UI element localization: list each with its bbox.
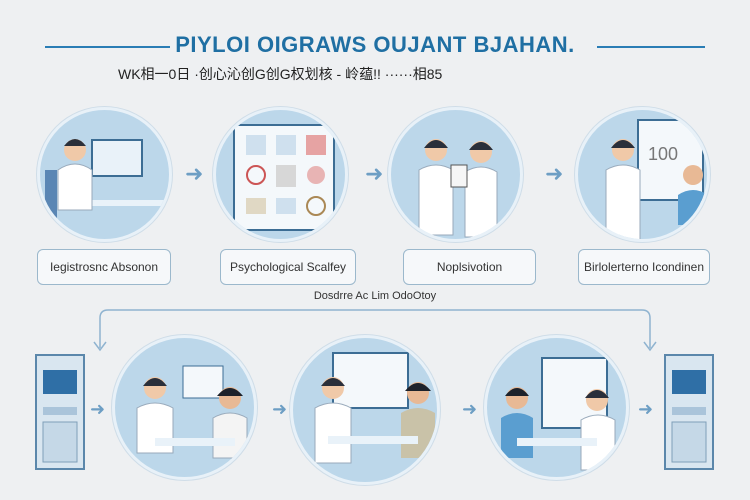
- connector-label: Dosdrre Ac Lim OdoOtoy: [313, 290, 437, 302]
- arrow-right-icon: ➜: [185, 161, 204, 186]
- session-illustration-3: [484, 335, 629, 480]
- arrow-right-icon: ➜: [90, 399, 106, 419]
- step-illustration-result: 100: [575, 107, 710, 242]
- counseling-session-icon: [136, 365, 248, 459]
- doctor-patient-desk-icon: [314, 352, 435, 464]
- step-label-4: Birlolerterno Icondinen: [578, 249, 710, 285]
- svg-text:100: 100: [648, 144, 678, 164]
- kiosk-machine-icon: [35, 354, 85, 470]
- arrow-right-icon: ➜: [638, 399, 654, 419]
- subtitle: WK相一0日 ·创心沁创G创G权划核 - 岭蕴!! ······相85: [118, 66, 443, 82]
- arrow-right-icon: ➜: [462, 399, 478, 419]
- kiosk-machine-icon: [664, 354, 714, 470]
- session-illustration-2: [290, 335, 440, 485]
- follow-up-session-icon: [501, 357, 616, 471]
- arrow-right-icon: ➜: [365, 161, 384, 186]
- assessment-board-icon: [233, 124, 335, 231]
- step-illustration-registration: [37, 107, 172, 242]
- step-label-1: Iegistrosnc Absonon: [37, 249, 171, 285]
- feedback-loop-connector: [93, 309, 657, 352]
- step-illustration-consultation: [388, 107, 523, 242]
- title-rule-left: [45, 46, 170, 48]
- step-label-3: Noplsivotion: [403, 249, 536, 285]
- doctor-at-computer-icon: [45, 139, 169, 220]
- arrow-right-icon: ➜: [272, 399, 288, 419]
- step-illustration-psychological-scale: [213, 107, 348, 242]
- page-title: PIYLOI OIGRAWS OUJANT BJAHAN.: [175, 32, 575, 57]
- title-rule-right: [597, 46, 705, 48]
- arrow-right-icon: ➜: [545, 161, 564, 186]
- two-doctors-icon: [418, 139, 498, 238]
- step-label-2: Psychological Scalfey: [220, 249, 356, 285]
- session-illustration-1: [112, 335, 257, 480]
- doctor-with-patient-icon: 100: [605, 119, 707, 239]
